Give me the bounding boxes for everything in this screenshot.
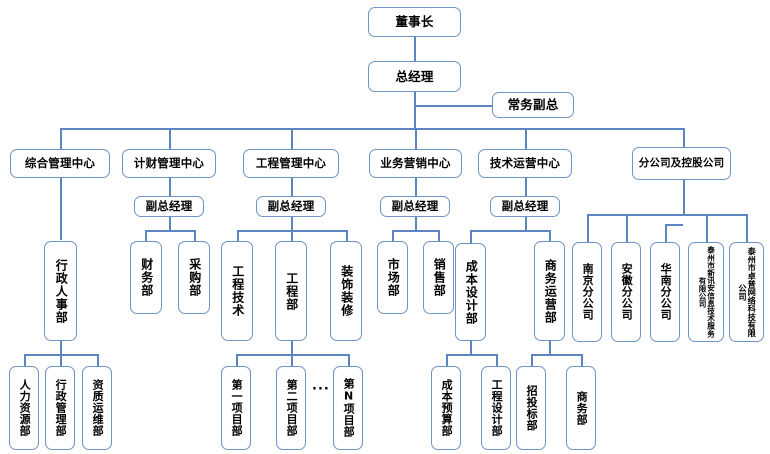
project-ellipsis: ··· [312,382,330,397]
connector-deputy3-down [415,216,417,230]
node-dept-business-ops[interactable]: 商务运营部 [534,241,565,341]
connector-drop-zhuopu [746,214,748,242]
connector-drop-sales [438,230,440,242]
node-center-engineering[interactable]: 工程管理中心 [243,149,339,178]
connector-generaladmin-adminhr [60,178,62,240]
connector-drop-engdesign [496,354,498,366]
connector-deputy4-down [525,216,527,230]
connector-deputy3-bus [392,230,439,232]
node-sub-hr[interactable]: 人力资源部 [9,366,39,450]
connector-branchholding-down [683,178,685,214]
node-center-marketing[interactable]: 业务营销中心 [369,149,462,178]
connector-drop-businessops [549,230,551,242]
connector-drop-business [581,354,583,366]
connector-drop-anhui [626,214,628,242]
connector-drop-hr [24,354,26,366]
connector-finance-deputy [169,178,171,196]
node-branch-holding[interactable]: 分公司及控股公司 [632,147,731,180]
node-center-finance-plan[interactable]: 计财管理中心 [122,149,216,178]
connector-costdesign-bus [446,354,496,356]
connector-drop-general-admin [60,128,62,149]
connector-deputy1-down [169,216,171,230]
connector-drop-bidding [531,354,533,366]
node-sub-business[interactable]: 商务部 [566,366,596,450]
connector-drop-decoration [346,230,348,242]
node-chairman[interactable]: 董事长 [368,7,461,37]
node-executive-vp[interactable]: 常务副总 [492,92,574,118]
connector-drop-project2 [291,354,293,366]
connector-drop-finance-plan [169,128,171,149]
connector-costdesign-down [470,340,472,354]
node-branch-zhuopu[interactable]: 泰州市卓普网络科技有限公司 [729,242,764,342]
node-dept-purchasing[interactable]: 采购部 [178,241,210,314]
connector-deputy1-bus [145,230,194,232]
node-general-manager[interactable]: 总经理 [368,61,461,92]
node-sub-project-1[interactable]: 第一项目部 [221,366,251,450]
connector-drop-tech-ops [525,128,527,149]
connector-jog-huanan [665,224,683,226]
connector-deputy4-bus [470,230,550,232]
node-dept-market[interactable]: 市场部 [377,241,408,314]
connector-drop-purchasing-dept [194,230,196,242]
connector-drop-project1 [236,354,238,366]
connector-marketing-deputy [415,178,417,196]
node-dept-admin-hr[interactable]: 行政人事部 [44,241,77,341]
connector-drop-nanjing [587,214,589,242]
node-branch-nanjing[interactable]: 南京分公司 [572,242,602,342]
connector-drop-marketing [415,128,417,149]
node-dept-decoration[interactable]: 装饰装修 [330,241,362,341]
node-sub-project-2[interactable]: 第二项目部 [276,366,306,450]
connector-gm-execvp [414,105,492,107]
node-dept-cost-design[interactable]: 成本设计部 [455,243,486,341]
connector-drop-xinxunan [706,214,708,242]
node-center-general-admin[interactable]: 综合管理中心 [10,149,110,178]
connector-drop-qualification [97,354,99,366]
connector-drop-costbudget [446,354,448,366]
node-dept-finance[interactable]: 财务部 [130,241,162,314]
node-sub-eng-design[interactable]: 工程设计部 [481,366,511,450]
node-sub-project-n[interactable]: 第N项目部 [333,366,363,450]
connector-drop-costdesign [470,230,472,244]
node-deputy-gm-2[interactable]: 副总经理 [256,196,326,217]
node-branch-xinxunan[interactable]: 泰州市新讯安信息技术服务有限公司 [688,242,724,342]
connector-drop-engdept [291,230,293,242]
connector-drop-adminmgmt [60,354,62,366]
node-sub-qualification-ops[interactable]: 资质运维部 [82,366,112,450]
node-dept-sales[interactable]: 销售部 [423,241,454,314]
connector-branch-bus [587,214,746,216]
connector-centers-bus [60,128,684,130]
node-deputy-gm-3[interactable]: 副总经理 [380,196,450,217]
connector-engdept-down [291,340,293,354]
connector-drop-projectn [348,354,350,366]
connector-adminhr-down [60,340,62,354]
node-sub-bidding[interactable]: 招投标部 [516,366,546,450]
connector-chairman-gm [414,37,416,61]
node-dept-eng-tech[interactable]: 工程技术 [221,241,253,341]
connector-drop-huanan [665,224,667,242]
connector-deputy2-down [291,216,293,230]
node-branch-huanan[interactable]: 华南分公司 [650,242,680,342]
connector-businessops-bus [531,354,581,356]
node-deputy-gm-4[interactable]: 副总经理 [490,196,560,217]
node-dept-engineering[interactable]: 工程部 [275,241,307,341]
node-branch-anhui[interactable]: 安徽分公司 [611,242,641,342]
connector-drop-market [392,230,394,242]
node-sub-admin-mgmt[interactable]: 行政管理部 [45,366,75,450]
connector-drop-engineering [291,128,293,149]
node-sub-cost-budget[interactable]: 成本预算部 [431,366,461,450]
node-center-tech-ops[interactable]: 技术运营中心 [478,149,572,178]
connector-gm-down [414,92,416,128]
connector-drop-engtech [237,230,239,242]
connector-techops-deputy [525,178,527,196]
connector-drop-finance-dept [145,230,147,242]
connector-businessops-down [549,340,551,354]
connector-drop-branch-holding [683,128,685,149]
connector-engineering-deputy [291,178,293,196]
node-deputy-gm-1[interactable]: 副总经理 [134,196,204,217]
